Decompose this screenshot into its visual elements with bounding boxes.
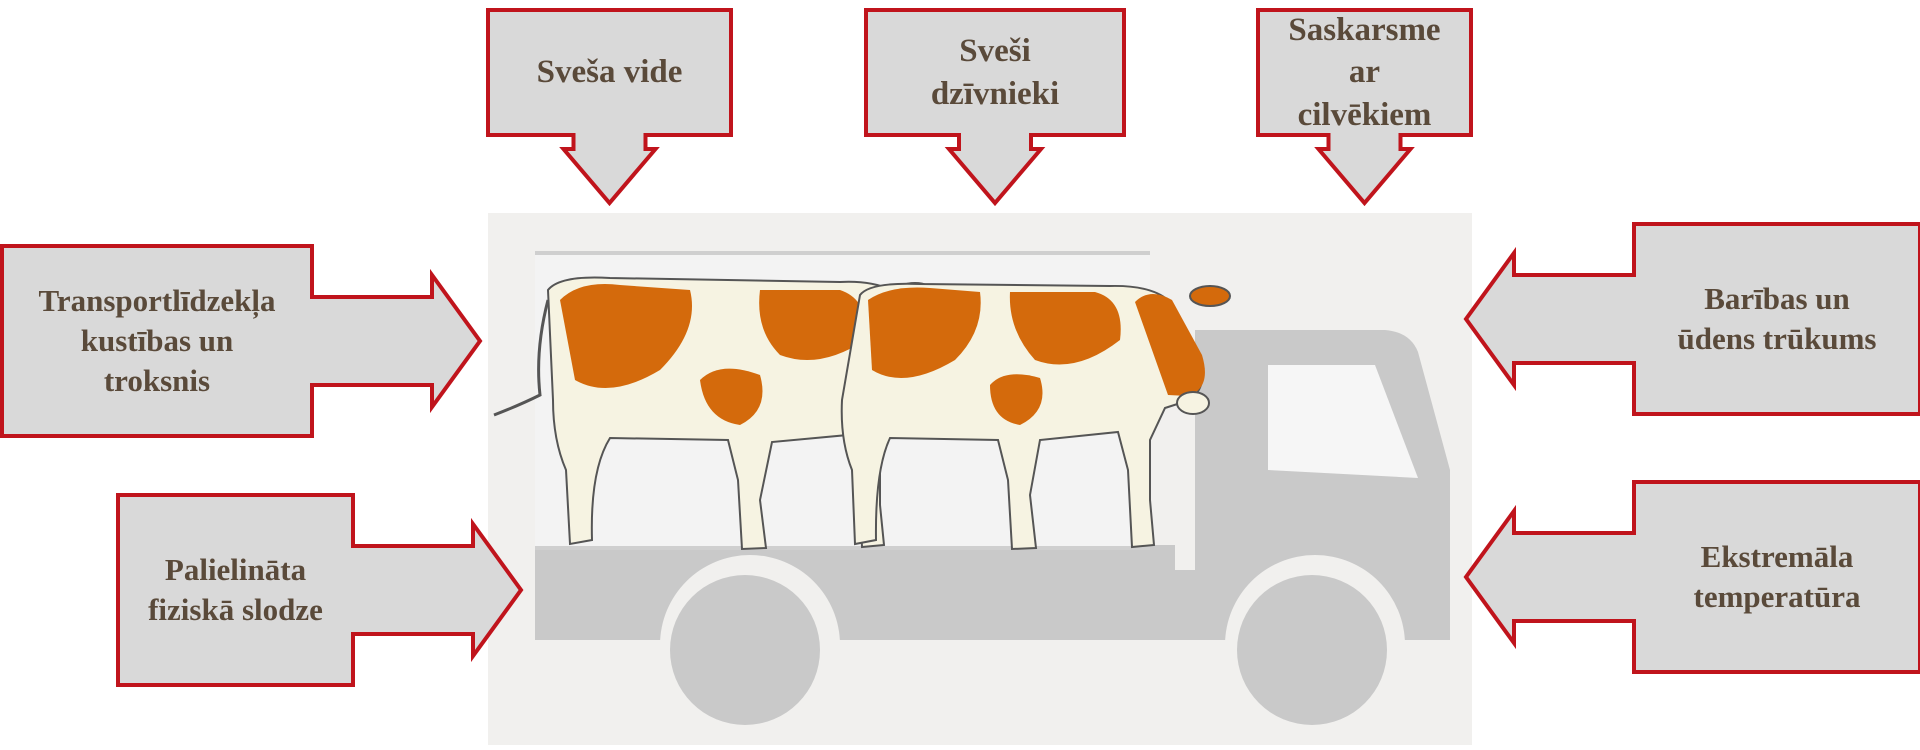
callout-right-2 — [1463, 480, 1920, 674]
callout-left-1 — [0, 244, 483, 438]
callout-right-1 — [1463, 222, 1920, 416]
callout-top-2 — [864, 8, 1126, 207]
callout-left-2 — [116, 493, 524, 687]
cow-icon — [840, 282, 1231, 551]
callout-top-1 — [486, 8, 733, 207]
callout-top-3 — [1256, 8, 1473, 207]
truck-window — [1268, 365, 1418, 478]
callout-shapes — [0, 8, 1920, 687]
